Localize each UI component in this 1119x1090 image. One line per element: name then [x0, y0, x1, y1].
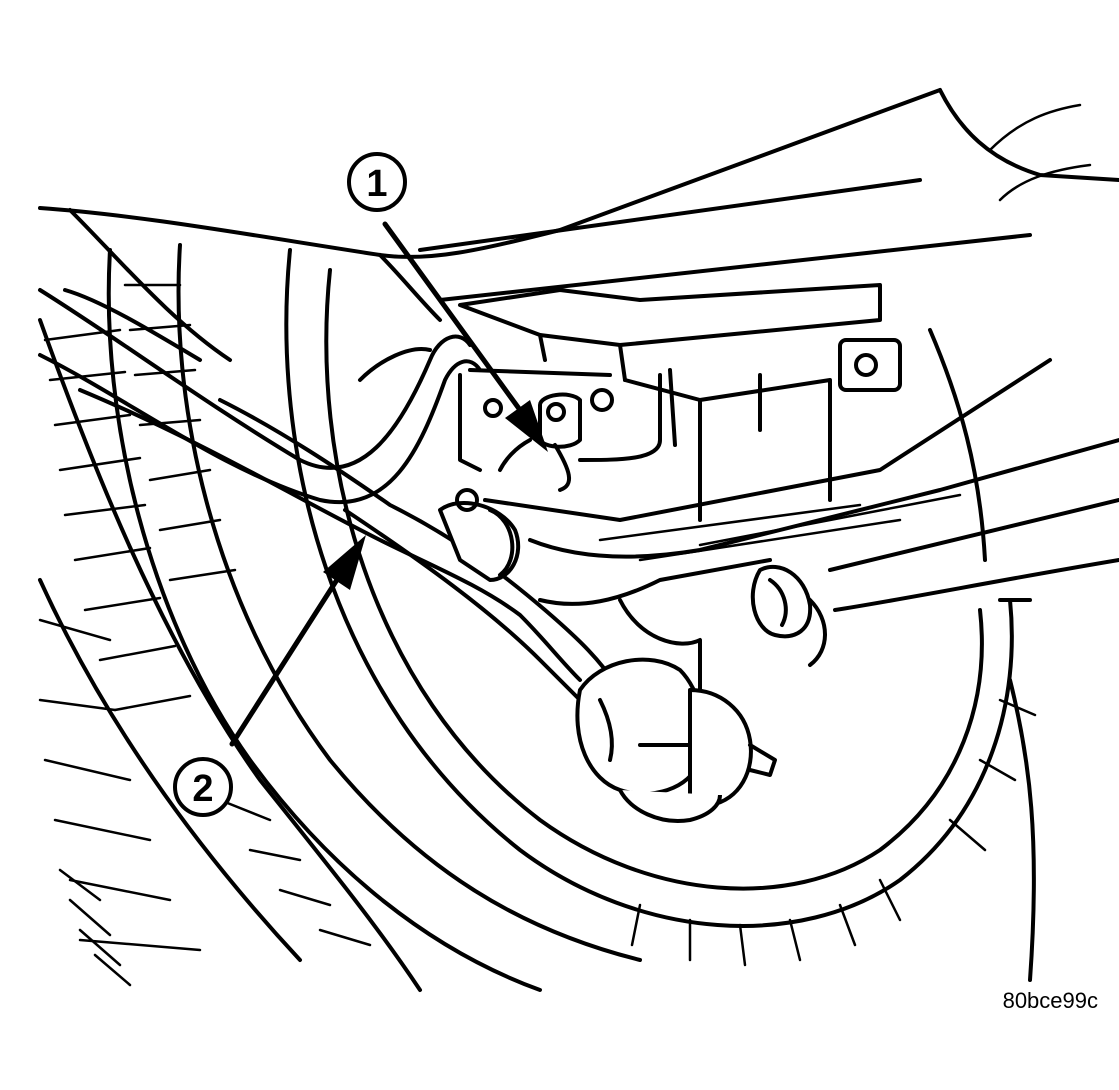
mount-bracket	[458, 283, 902, 522]
callout-2: 2	[173, 535, 366, 817]
stabilizer-bar	[38, 208, 482, 504]
callout-1-arrowhead	[505, 400, 548, 452]
knuckle	[575, 598, 777, 823]
callout-2-circle	[173, 757, 233, 817]
callout-2-arrowhead	[323, 535, 366, 590]
callout-1: 1	[347, 152, 548, 452]
tire	[38, 243, 642, 992]
callout-2-label: 2	[192, 768, 213, 810]
callout-1-circle	[347, 152, 407, 212]
callout-1-label: 1	[366, 163, 387, 205]
brake-rotor	[284, 248, 1037, 982]
control-arm-bushing	[438, 488, 521, 582]
figure-code: 80bce99c	[1002, 988, 1098, 1013]
frame-rail	[38, 88, 1119, 322]
rear-bushing	[750, 564, 827, 667]
